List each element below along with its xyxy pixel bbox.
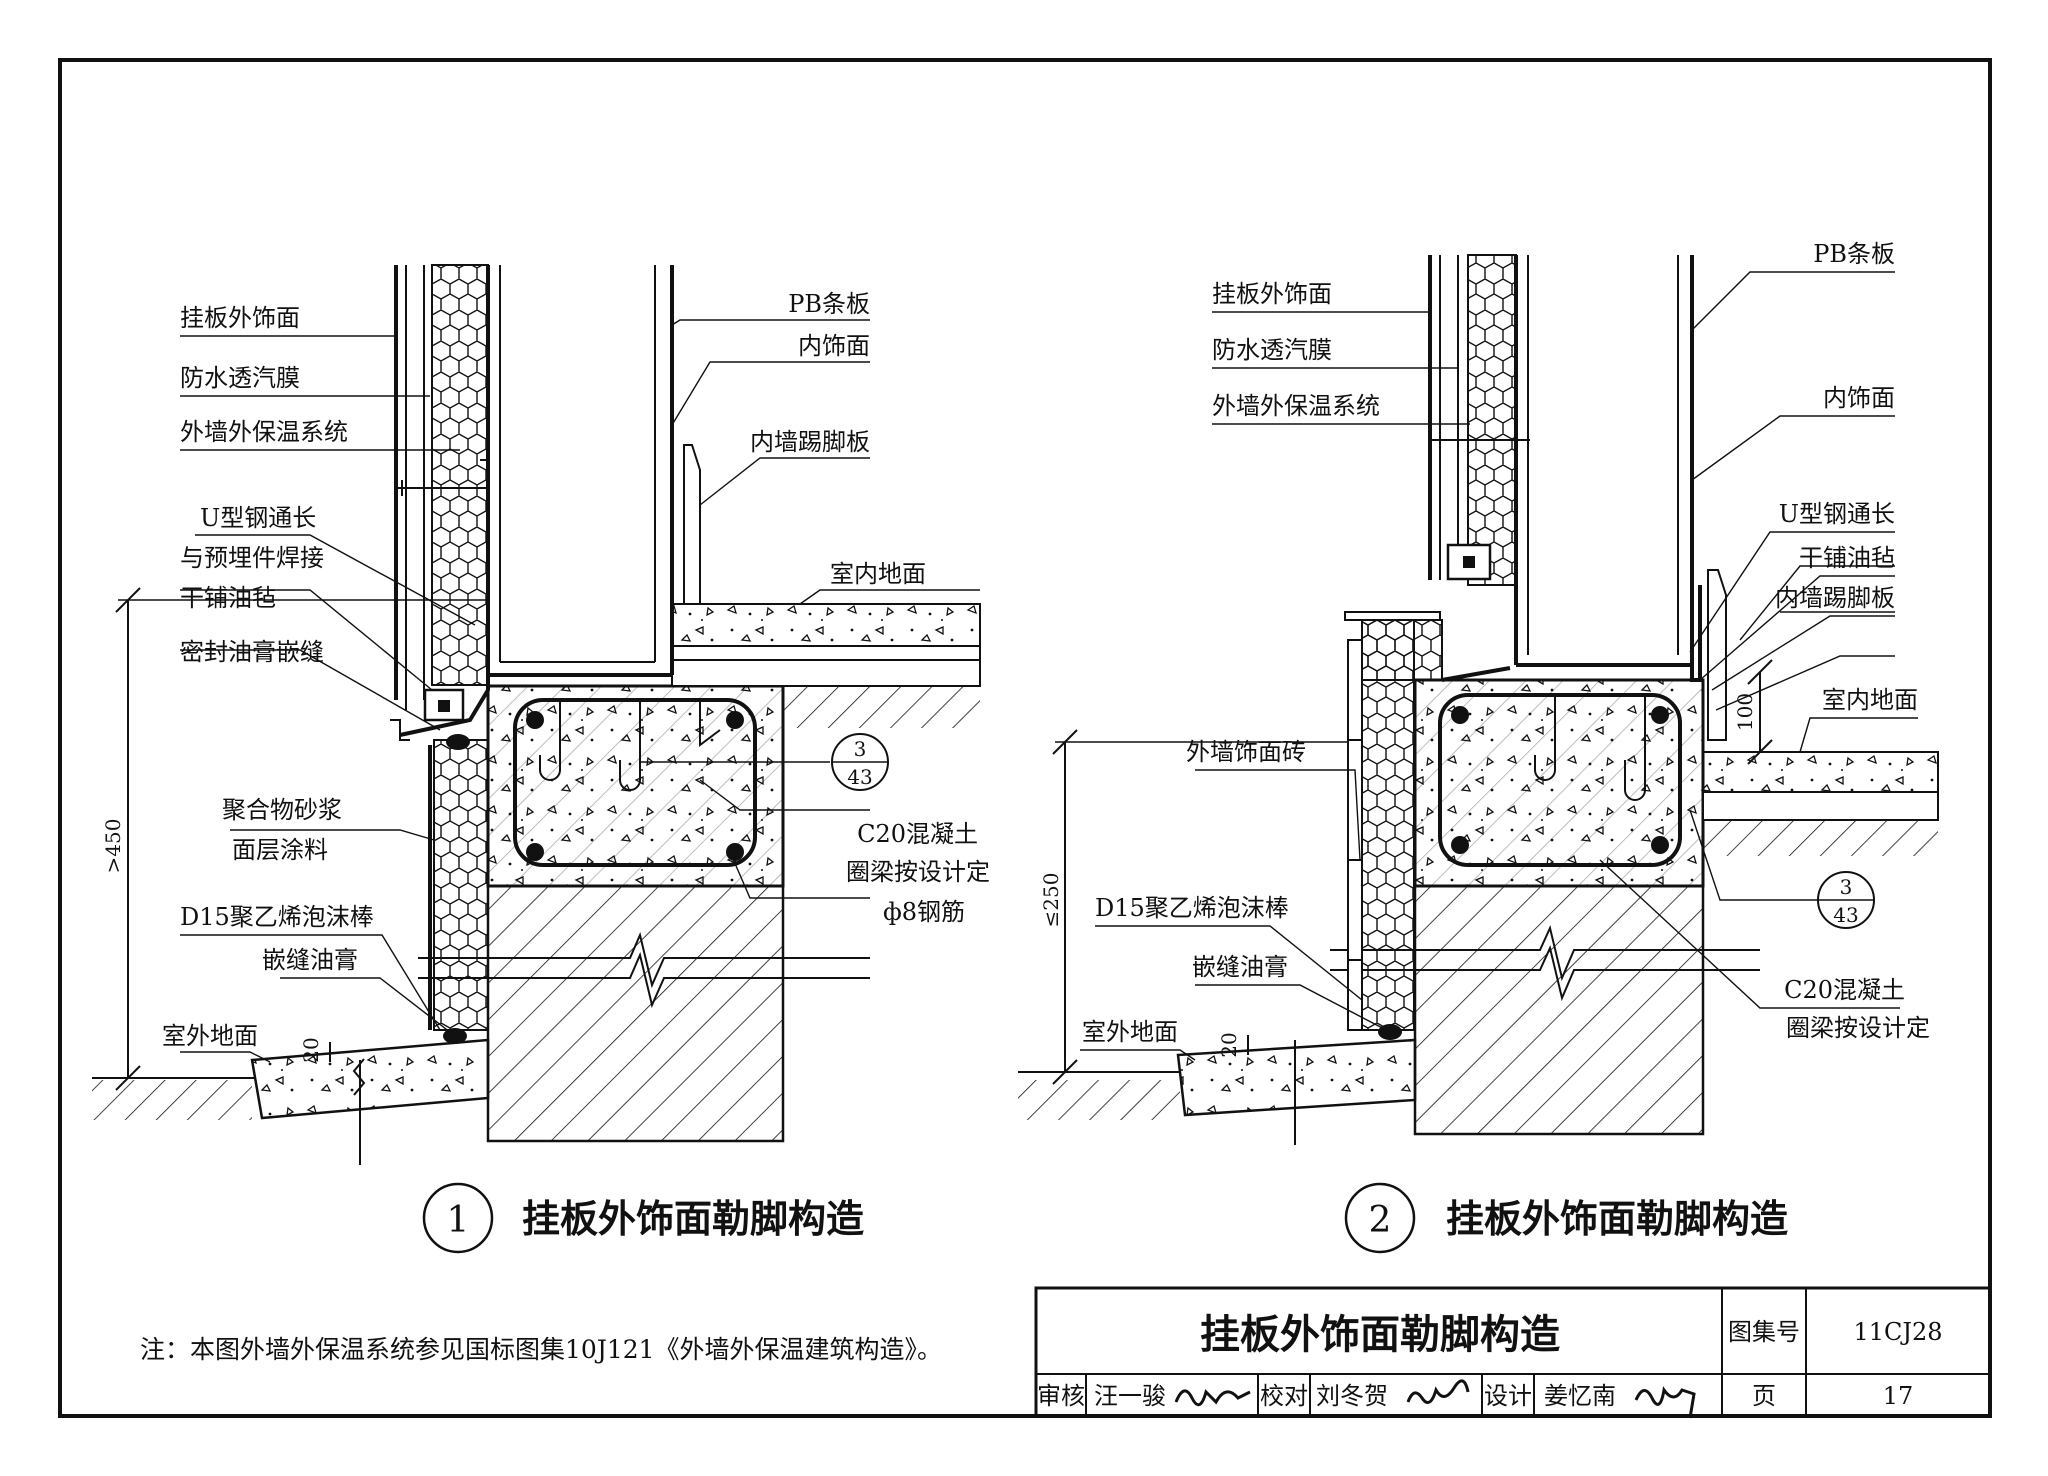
title-block-page-label: 页 bbox=[1752, 1382, 1776, 1410]
detail1-inner-wall bbox=[488, 265, 672, 675]
detail2-label-membrane: 防水透汽膜 bbox=[1212, 336, 1332, 364]
sheet-border bbox=[58, 58, 1992, 1418]
detail1-label-mortar-2: 面层涂料 bbox=[232, 836, 328, 864]
detail1-label-rebar: ф8钢筋 bbox=[883, 898, 965, 926]
detail2-tile bbox=[1347, 639, 1363, 1031]
rebar-dot bbox=[526, 711, 544, 729]
detail2-label-caulk: 嵌缝油膏 bbox=[1192, 953, 1288, 981]
drawing-note: 注：本图外墙外保温系统参见国标图集10J121《外墙外保温建筑构造》。 bbox=[140, 1335, 942, 1364]
detail2-label-insulation: 外墙外保温系统 bbox=[1212, 392, 1380, 420]
title-block-design-label: 设计 bbox=[1484, 1382, 1532, 1410]
detail2-ref-bottom: 43 bbox=[1833, 903, 1858, 927]
detail1-caption: 挂板外饰面勒脚构造 bbox=[522, 1197, 864, 1241]
detail1-label-outdoor-ground: 室外地面 bbox=[162, 1022, 258, 1050]
detail1-label-sealant-joint: 密封油膏嵌缝 bbox=[180, 638, 324, 666]
detail-2: ≤250 20 100 挂板外饰面 防水透汽膜 bbox=[1018, 240, 1939, 1254]
detail1-label-felt: 干铺油毡 bbox=[180, 584, 276, 612]
detail1-label-concrete-2: 圈梁按设计定 bbox=[846, 858, 990, 886]
detail2-label-indoor-floor: 室内地面 bbox=[1822, 686, 1918, 714]
detail2-label-outdoor-ground: 室外地面 bbox=[1082, 1018, 1178, 1046]
title-block-review-label: 审核 bbox=[1037, 1382, 1085, 1410]
detail2-label-concrete-1: C20混凝土 bbox=[1784, 976, 1905, 1004]
detail1-ref-top: 3 bbox=[854, 737, 867, 761]
rebar-dot bbox=[726, 843, 744, 861]
detail1-label-u-steel-2: 与预埋件焊接 bbox=[180, 544, 324, 572]
detail1-foundation bbox=[486, 884, 785, 1143]
detail1-ref-bottom: 43 bbox=[847, 765, 872, 789]
detail1-label-indoor-floor: 室内地面 bbox=[830, 560, 926, 588]
detail2-dim-step: 100 bbox=[1733, 693, 1757, 731]
detail1-label-membrane: 防水透汽膜 bbox=[180, 364, 300, 392]
detail1-earth bbox=[92, 1080, 252, 1120]
title-block-page-no: 17 bbox=[1883, 1382, 1914, 1410]
detail1-label-foam-rod: D15聚乙烯泡沫棒 bbox=[180, 903, 374, 931]
detail2-label-pb-board: PB条板 bbox=[1813, 240, 1895, 268]
detail1-label-inner-finish: 内饰面 bbox=[798, 332, 870, 360]
detail1-label-caulk: 嵌缝油膏 bbox=[262, 946, 358, 974]
detail1-outdoor-slab bbox=[250, 1038, 490, 1120]
detail2-label-felt: 干铺油毡 bbox=[1799, 544, 1895, 572]
rebar-dot bbox=[526, 843, 544, 861]
detail1-label-pb-board: PB条板 bbox=[788, 290, 870, 318]
detail-1: >450 20 挂板外饰面 防水透汽膜 外墙外保温系统 U型钢通长 与预 bbox=[92, 264, 990, 1254]
rebar-dot bbox=[1451, 706, 1469, 724]
title-block-checker: 刘冬贺 bbox=[1316, 1382, 1388, 1410]
title-block-title: 挂板外饰面勒脚构造 bbox=[1200, 1312, 1560, 1358]
detail1-label-cladding: 挂板外饰面 bbox=[180, 304, 300, 332]
detail2-foundation bbox=[1413, 884, 1705, 1136]
detail1-label-u-steel-1: U型钢通长 bbox=[200, 504, 316, 532]
detail2-label-concrete-2: 圈梁按设计定 bbox=[1786, 1014, 1930, 1042]
detail2-label-skirting: 内墙踢脚板 bbox=[1775, 584, 1895, 612]
detail1-number: 1 bbox=[447, 1200, 470, 1241]
detail2-label-inner-finish: 内饰面 bbox=[1823, 384, 1895, 412]
reviewer-signature bbox=[1174, 1389, 1251, 1407]
detail1-label-concrete-1: C20混凝土 bbox=[857, 820, 978, 848]
rebar-dot bbox=[1651, 836, 1669, 854]
detail2-label-cladding: 挂板外饰面 bbox=[1212, 280, 1332, 308]
detail2-number: 2 bbox=[1369, 1200, 1392, 1241]
title-block-atlas-label: 图集号 bbox=[1728, 1318, 1800, 1346]
title-block-check-label: 校对 bbox=[1260, 1382, 1308, 1410]
detail1-label-mortar-1: 聚合物砂浆 bbox=[222, 796, 342, 824]
designer-signature bbox=[1634, 1386, 1696, 1419]
rebar-dot bbox=[1451, 836, 1469, 854]
rebar-dot bbox=[726, 711, 744, 729]
checker-signature bbox=[1406, 1379, 1470, 1404]
rebar-dot bbox=[1651, 706, 1669, 724]
detail2-dim-height: ≤250 bbox=[1039, 873, 1063, 928]
title-block: 挂板外饰面勒脚构造 图集号 11CJ28 审核 汪一骏 校对 刘冬贺 设计 姜忆… bbox=[1034, 1286, 1992, 1419]
title-block-atlas-no: 11CJ28 bbox=[1853, 1318, 1942, 1346]
title-block-designer: 姜忆南 bbox=[1544, 1382, 1616, 1410]
detail2-number-circle bbox=[1344, 1182, 1416, 1254]
detail2-ref-top: 3 bbox=[1840, 875, 1853, 899]
detail2-label-tile: 外墙饰面砖 bbox=[1186, 738, 1306, 766]
detail2-dim-gap: 20 bbox=[1217, 1032, 1241, 1057]
detail1-skirting bbox=[683, 444, 701, 605]
detail2-caption: 挂板外饰面勒脚构造 bbox=[1446, 1197, 1788, 1241]
detail2-insulation-upper bbox=[1467, 254, 1517, 586]
detail1-insulation-lower bbox=[433, 739, 489, 1031]
detail1-indoor-floor bbox=[671, 603, 981, 647]
detail2-skirting bbox=[1707, 569, 1727, 741]
detail1-number-circle bbox=[422, 1182, 494, 1254]
detail1-dim-height: >450 bbox=[101, 819, 125, 874]
detail2-label-u-steel: U型钢通长 bbox=[1779, 500, 1895, 528]
detail1-dim-gap: 20 bbox=[299, 1037, 323, 1062]
title-block-reviewer: 汪一骏 bbox=[1094, 1382, 1166, 1410]
detail1-insulation-upper bbox=[431, 264, 489, 686]
detail1-label-skirting: 内墙踢脚板 bbox=[750, 428, 870, 456]
detail2-label-foam-rod: D15聚乙烯泡沫棒 bbox=[1095, 894, 1289, 922]
detail2-indoor-floor bbox=[1702, 751, 1939, 793]
detail1-label-insulation: 外墙外保温系统 bbox=[180, 418, 348, 446]
detail2-insulation-plinth bbox=[1361, 619, 1415, 1031]
detail2-outdoor-slab bbox=[1176, 1038, 1417, 1117]
